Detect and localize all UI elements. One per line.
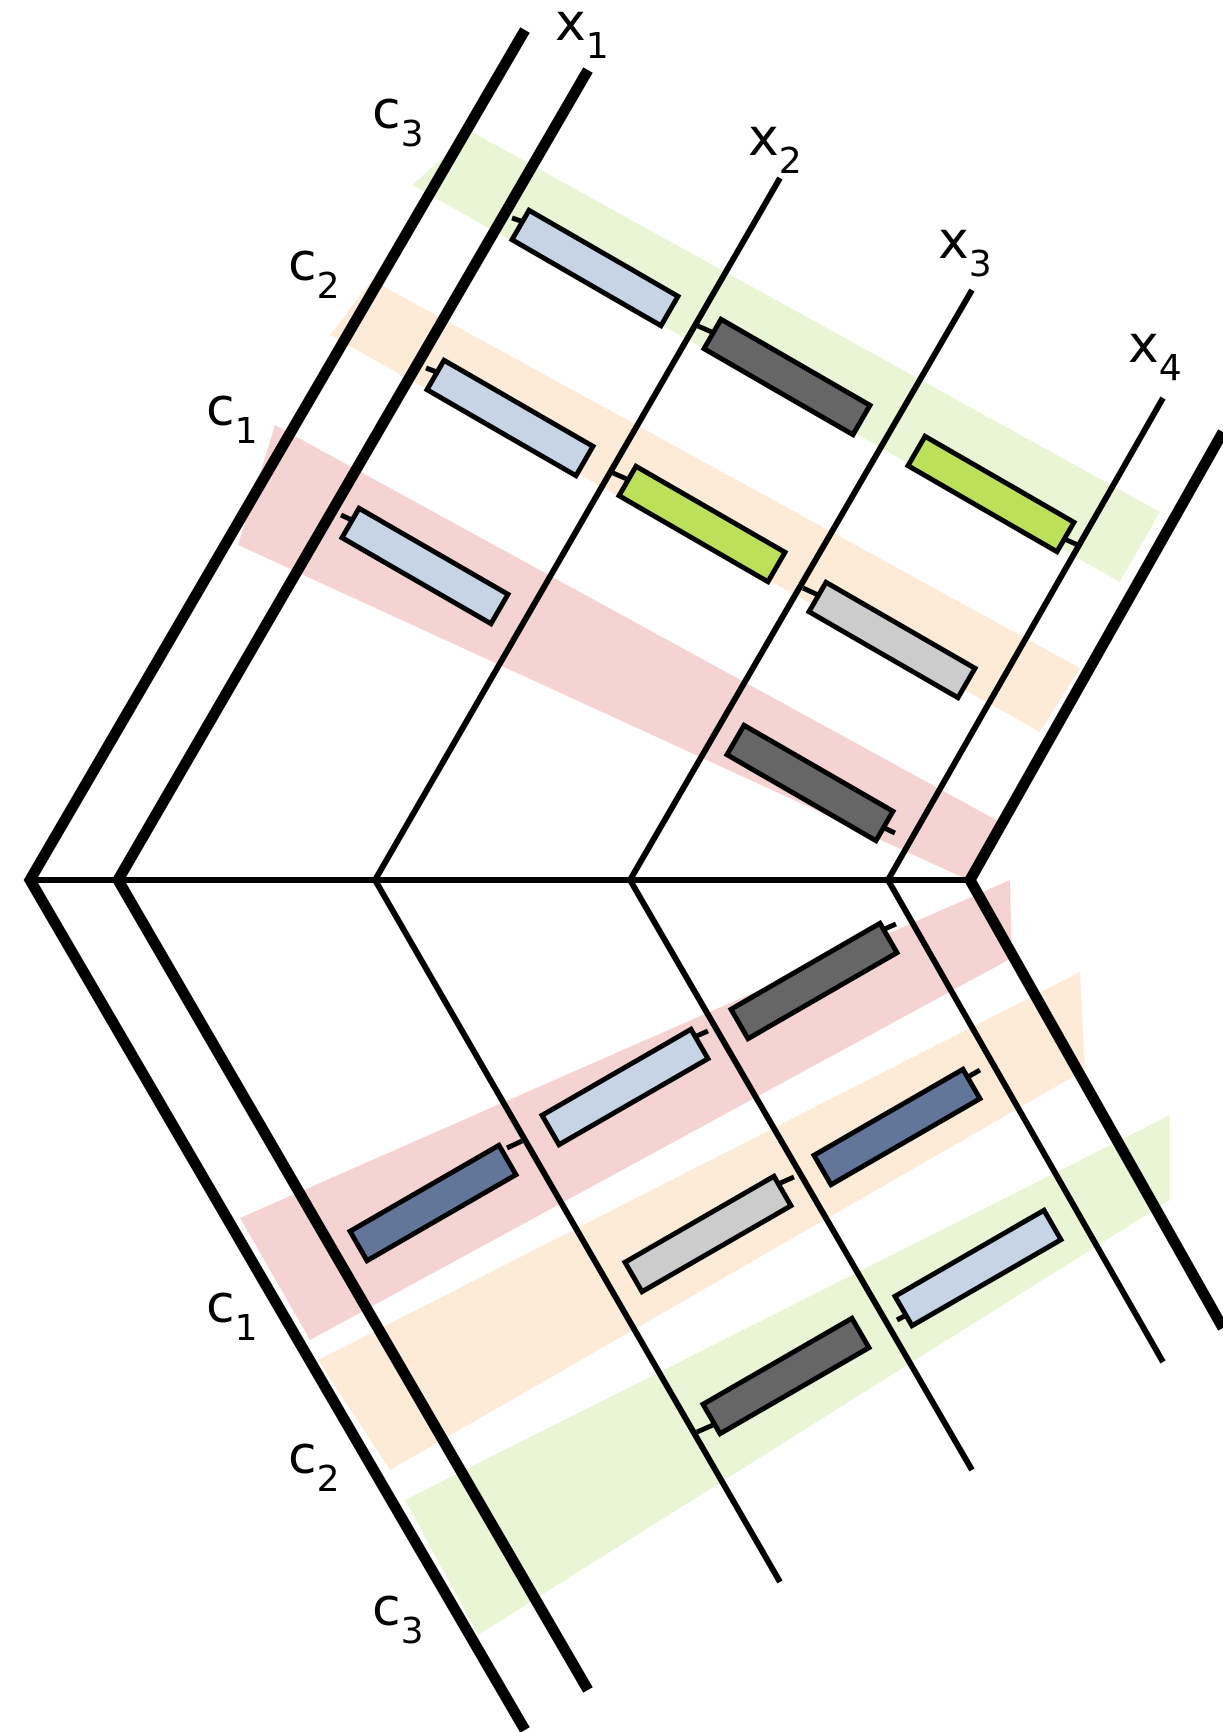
block-top-x4-c3 (904, 432, 1080, 556)
block-bottom-x3-c1 (727, 919, 901, 1043)
variable-line-x4 (884, 396, 1166, 1364)
label-x2: x2 (748, 108, 802, 182)
chevron-lines (23, 27, 1223, 1732)
label-bottom-c1: c1 (206, 1275, 258, 1349)
block-bottom-x3-c2 (810, 1065, 984, 1189)
block-top-x2-c2 (611, 462, 789, 586)
block-bottom-x2-c3 (695, 1314, 873, 1438)
block-bottom-x1-c1 (346, 1138, 524, 1265)
label-top-c1: c1 (206, 378, 258, 452)
label-x4: x4 (1128, 315, 1182, 389)
variable-labels: x1 x2 x3 x4 (555, 0, 1182, 389)
label-bottom-c3: c3 (372, 1578, 424, 1652)
label-x3: x3 (938, 211, 992, 285)
block-bottom-x3-c3 (891, 1206, 1065, 1330)
variable-line-x2 (371, 176, 783, 1584)
block-top-x1-c1 (338, 504, 512, 628)
literal-blocks (338, 206, 1080, 1438)
block-top-x3-c1 (723, 721, 897, 845)
label-bottom-c2: c2 (288, 1426, 340, 1500)
block-top-x3-c2 (801, 578, 979, 702)
block-top-x2-c3 (696, 315, 874, 439)
label-x1: x1 (555, 0, 609, 67)
block-top-x1-c3 (508, 206, 682, 330)
block-top-x1-c2 (423, 356, 597, 480)
variable-line-x3 (626, 288, 975, 1472)
block-bottom-x2-c2 (621, 1172, 796, 1296)
label-top-c3: c3 (372, 81, 424, 155)
label-top-c2: c2 (288, 233, 340, 307)
clause-labels-bottom: c1 c2 c3 (206, 1275, 424, 1652)
clause-labels-top: c3 c2 c1 (206, 81, 424, 452)
block-bottom-x2-c1 (538, 1025, 712, 1149)
